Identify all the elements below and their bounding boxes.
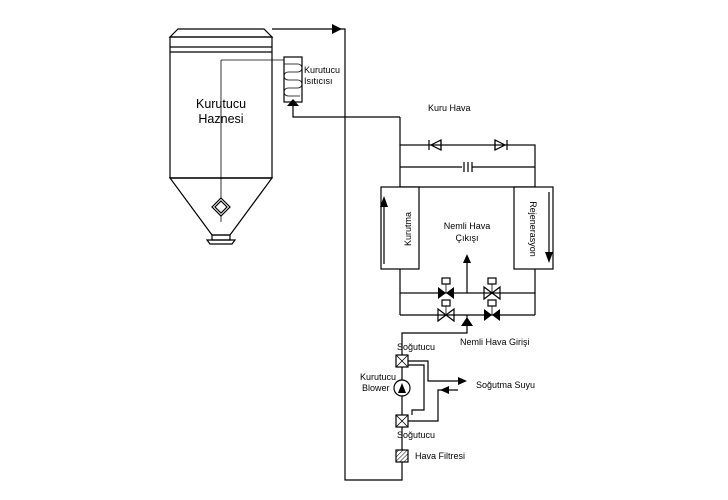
hopper-label-line2: Haznesi <box>198 112 243 126</box>
solenoid-valve-2 <box>483 277 501 301</box>
solenoid-valve-3 <box>437 299 455 323</box>
dryer-hopper: Kurutucu Haznesi <box>168 28 284 245</box>
regeneration-tower: Rejenerasyon <box>513 186 554 270</box>
return-air-loop <box>272 28 403 481</box>
cooling-water-piping: Soğutma Suyu <box>408 360 535 422</box>
dry-air-label: Kuru Hava <box>428 103 471 113</box>
blower-label-line1: Kurutucu <box>360 372 396 382</box>
cooling-water-in-arrow <box>440 386 449 394</box>
regeneration-label: Rejenerasyon <box>528 201 538 257</box>
dry-air-arrow <box>287 99 299 106</box>
humid-air-in-arrow <box>461 317 473 326</box>
air-filter: Hava Filtresi <box>395 449 465 463</box>
check-valve-right <box>494 139 508 151</box>
orifice <box>462 162 473 172</box>
air-filter-label: Hava Filtresi <box>415 451 465 461</box>
drying-tower: Kurutma <box>380 186 420 270</box>
cooler-bottom-label: Soğutucu <box>397 430 435 440</box>
dryer-heater: Kurutucu Isıtıcısı <box>283 56 340 103</box>
hopper-label-line1: Kurutucu <box>196 97 246 111</box>
desiccant-tower-system: Kurutma Rejenerasyon Nemli Hava Çıkışı <box>380 117 554 323</box>
drying-label: Kurutma <box>403 212 413 246</box>
humid-air-in-label: Nemli Hava Girişi <box>460 337 530 347</box>
solenoid-valve-1 <box>438 277 454 299</box>
humid-air-out-line2: Çıkışı <box>455 233 478 243</box>
dry-air-line <box>292 102 400 118</box>
humid-air-out-line1: Nemli Hava <box>444 221 491 231</box>
return-air-arrow <box>332 24 342 34</box>
cooling-water-out-arrow <box>458 377 467 385</box>
heater-label-line2: Isıtıcısı <box>304 76 333 86</box>
cooling-water-label: Soğutma Suyu <box>476 380 535 390</box>
check-valve-left <box>428 139 442 151</box>
solenoid-valve-4 <box>484 299 500 321</box>
heater-label-line1: Kurutucu <box>304 65 340 75</box>
blower-label-line2: Blower <box>362 383 390 393</box>
cooler-top: Soğutucu <box>395 342 435 368</box>
cooler-top-label: Soğutucu <box>397 342 435 352</box>
